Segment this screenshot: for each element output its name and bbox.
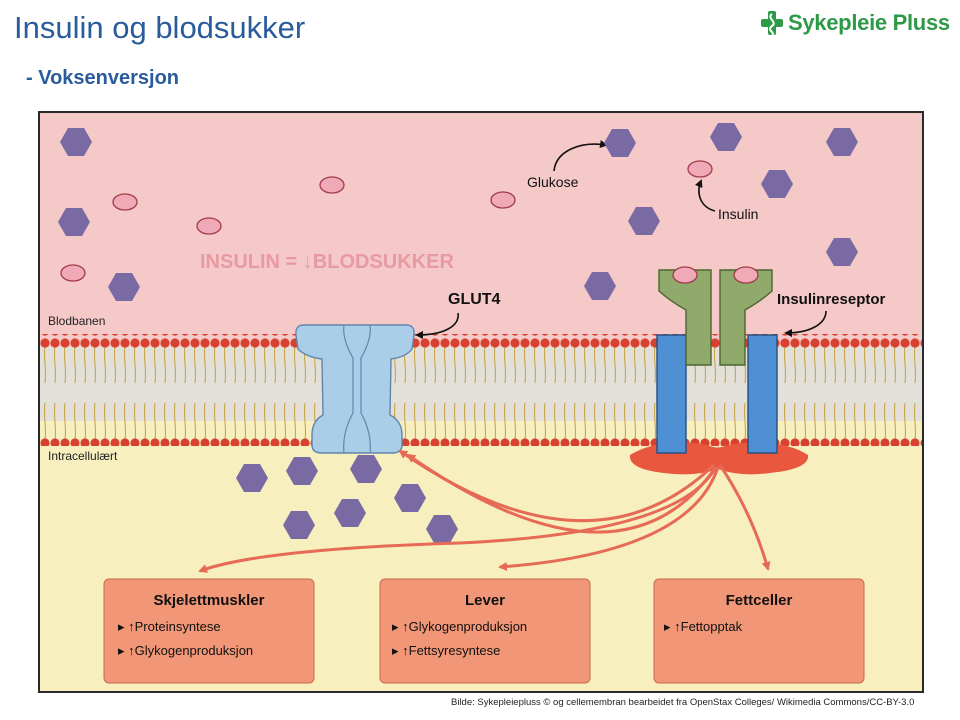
glucose-molecule [826,238,858,266]
brand-name: Sykepleie Pluss [788,10,950,35]
glucose-molecules [58,123,858,543]
glucose-molecule [350,455,382,483]
insulin-molecule [319,176,345,194]
label-intracellulaert: Intracellulært [48,449,118,463]
label-glukose: Glukose [527,174,579,190]
box-item: ▸ ↑Glykogenproduksjon [392,619,527,634]
insulin-banner: INSULIN = ↓BLODSUKKER [200,251,454,273]
box-lever: Lever ▸ ↑Glykogenproduksjon ▸ ↑Fettsyres… [379,578,591,684]
box-title: Skjelettmuskler [154,592,265,609]
receptor-alpha-right [719,269,773,366]
insulin-molecule [196,217,222,235]
page-subtitle: - Voksenversjon [26,67,180,89]
receptor-transmembrane-left [656,334,687,454]
box-skjelettmuskler: Skjelettmuskler ▸ ↑Proteinsyntese ▸ ↑Gly… [103,578,315,684]
insulin-molecules [60,160,713,282]
arrow-to-lever [498,466,720,571]
glut4-transporter [295,324,415,454]
glucose-molecule [628,207,660,235]
glucose-molecule [426,515,458,543]
bound-insulin-molecule [672,266,698,284]
glukose-pointer [553,140,608,172]
glucose-molecule [394,484,426,512]
page-title: Insulin og blodsukker [14,10,306,45]
box-fettceller: Fettceller ▸ ↑Fettopptak [653,578,865,684]
arrow-to-fettceller [718,464,771,571]
insulin-molecule [490,191,516,209]
insulin-molecule [60,264,86,282]
insulin-molecule [687,160,713,178]
arrow-to-glut4-2 [406,453,718,534]
glucose-molecule [761,170,793,198]
bound-insulin-molecule [733,266,759,284]
receptor-pointer [784,310,827,337]
glucose-molecule [710,123,742,151]
box-item: ▸ ↑Fettopptak [664,619,743,634]
box-item: ▸ ↑Proteinsyntese [118,619,221,634]
glucose-molecule [236,464,268,492]
box-item: ▸ ↑Glykogenproduksjon [118,643,253,658]
glucose-molecule [826,128,858,156]
glucose-molecule [604,129,636,157]
image-credit: Bilde: Sykepleiepluss © og cellemembran … [451,697,915,708]
box-title: Fettceller [726,592,793,609]
brand-logo: Sykepleie Pluss [760,8,950,38]
signal-arrows [198,449,771,573]
receptor-alpha-left [658,269,712,366]
insulin-pointer [695,179,716,212]
glut4-pointer [415,312,459,339]
glucose-molecule [283,511,315,539]
label-insulin: Insulin [718,206,758,222]
cross-logo-icon [761,11,783,36]
glucose-molecule [58,208,90,236]
glucose-molecule [108,273,140,301]
glucose-molecule [584,272,616,300]
box-item: ▸ ↑Fettsyresyntese [392,643,500,658]
glucose-molecule [286,457,318,485]
insulin-molecule [112,193,138,211]
insulin-receptor [656,266,778,454]
arrow-to-skjelettmuskler [198,466,718,573]
insulin-diagram: INSULIN = ↓BLODSUKKER Blodbanen Intracel… [38,111,924,693]
label-insulinreseptor: Insulinreseptor [777,291,886,308]
label-glut4: GLUT4 [448,291,501,308]
box-title: Lever [465,592,505,609]
glucose-molecule [334,499,366,527]
label-blodbanen: Blodbanen [48,314,105,328]
cell-membrane [40,334,922,446]
glucose-molecule [60,128,92,156]
receptor-transmembrane-right [747,334,778,454]
